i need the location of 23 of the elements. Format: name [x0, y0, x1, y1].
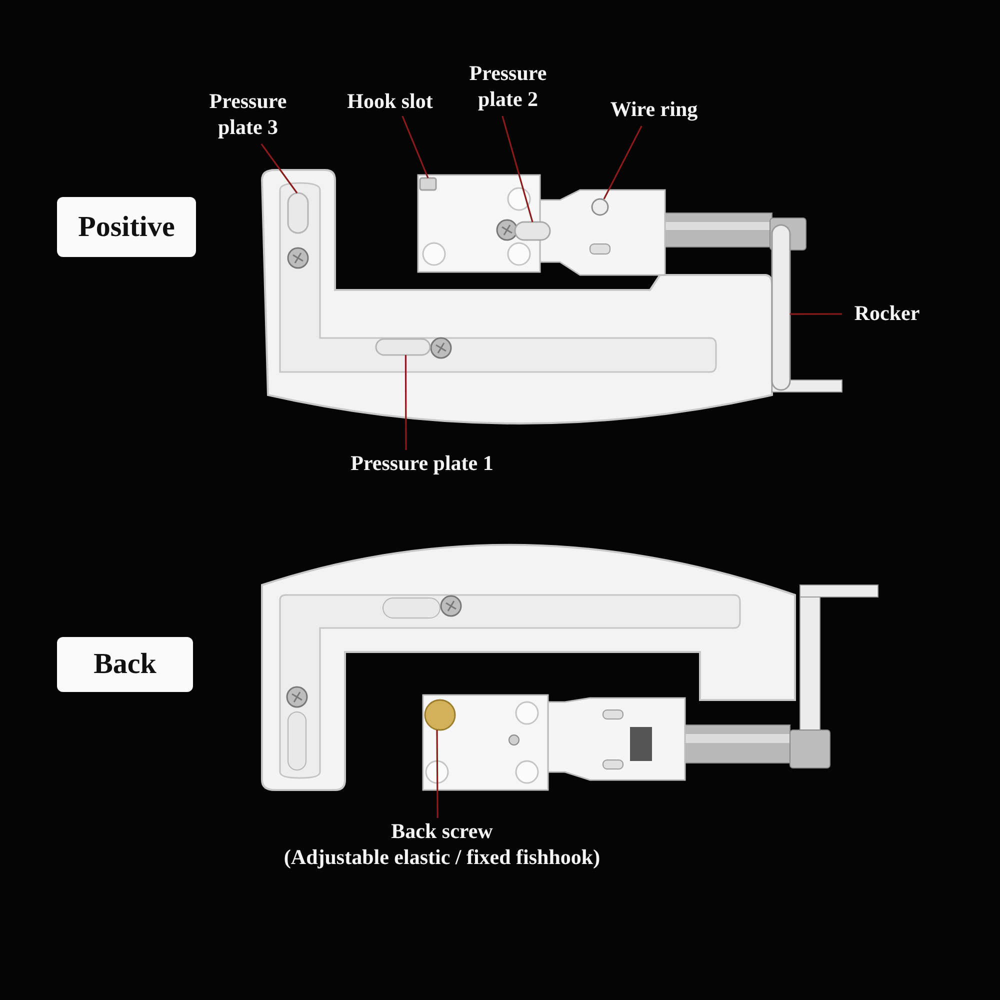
pressure-plate [375, 338, 431, 356]
callout-label: Pressure plate 2 [468, 60, 548, 112]
callout-label: Pressure plate 1 [350, 450, 494, 476]
callout-label: Pressure plate 3 [208, 88, 288, 140]
leader-line [404, 355, 407, 450]
leader-line [790, 313, 842, 315]
leader-line [603, 126, 642, 200]
callout-label: (Adjustable elastic / fixed fishhook) [284, 844, 600, 870]
rocker-handle [771, 224, 791, 391]
callout-label: Back screw [391, 818, 493, 844]
wire-ring [591, 198, 609, 216]
view-label: Positive [57, 197, 196, 257]
callout-label: Hook slot [347, 88, 433, 114]
pressure-plate [287, 192, 309, 234]
hook-slot [419, 177, 437, 191]
brass-screw [424, 699, 456, 731]
leader-line [436, 730, 438, 818]
leader-line [402, 116, 429, 178]
callout-label: Wire ring [610, 96, 698, 122]
pressure-plate [514, 221, 551, 241]
view-label: Back [57, 637, 193, 692]
leader-line [260, 144, 298, 194]
callout-label: Rocker [854, 300, 920, 326]
